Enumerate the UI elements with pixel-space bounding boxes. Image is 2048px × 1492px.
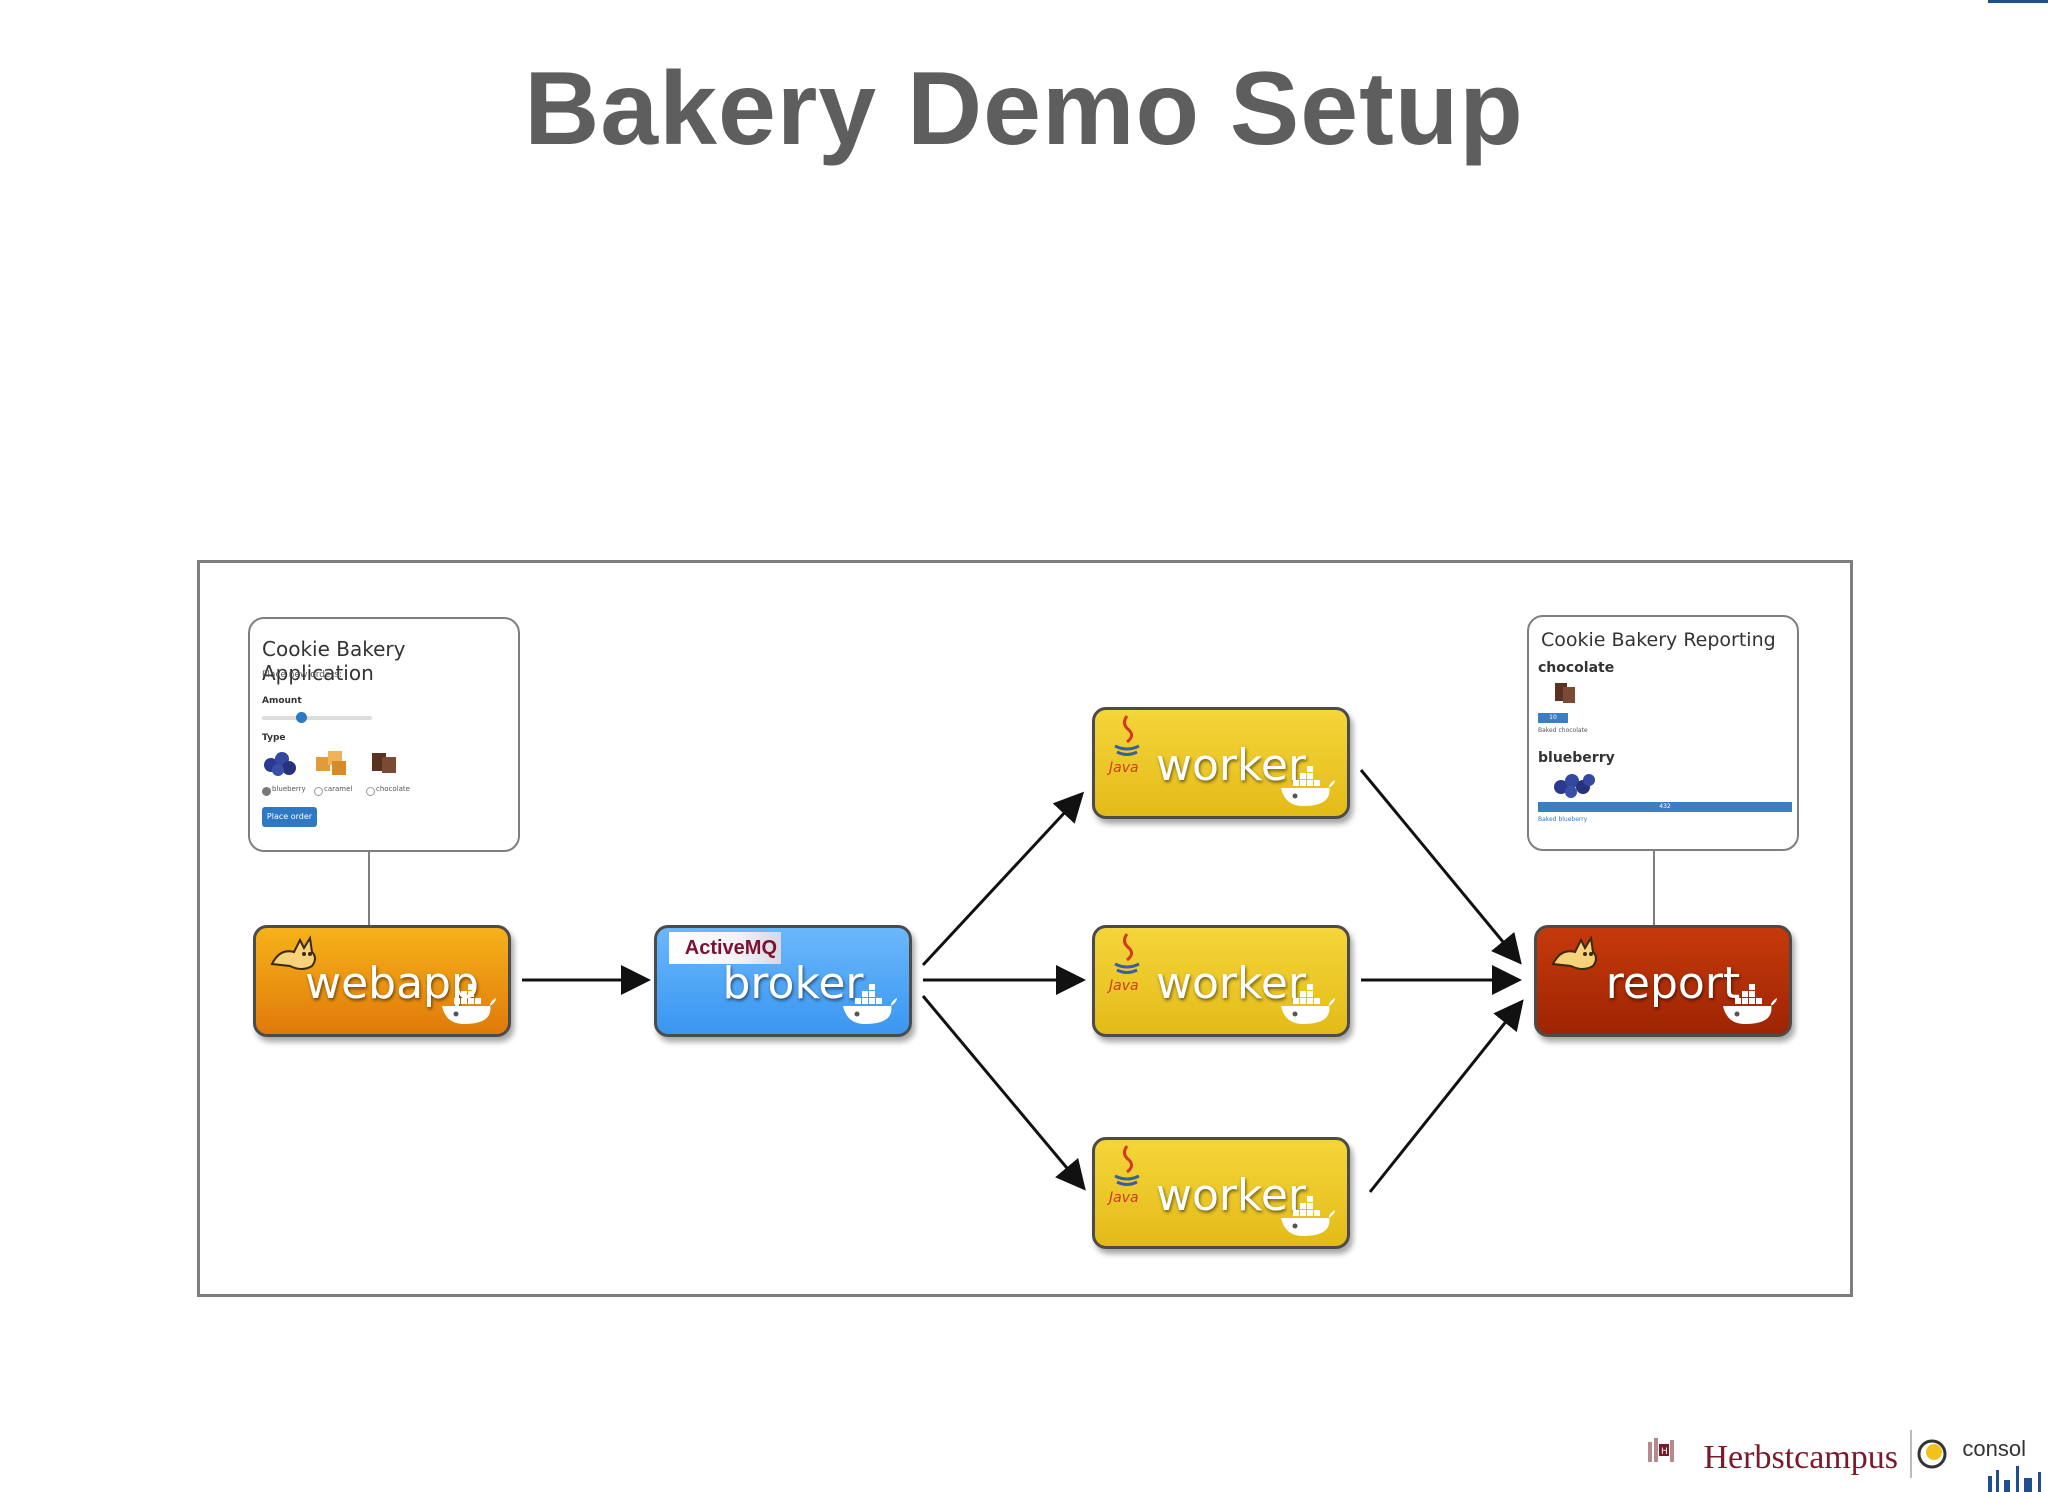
node-worker-middle: Java worker — [1092, 925, 1350, 1037]
report-card-title: Cookie Bakery Reporting — [1541, 629, 1776, 651]
tomcat-icon — [270, 935, 316, 970]
svg-text:Java: Java — [1107, 1190, 1139, 1206]
app-card-connector — [368, 851, 370, 925]
svg-text:Java: Java — [1107, 760, 1139, 776]
activemq-logo: ActiveMQ — [669, 932, 781, 964]
node-webapp: webapp — [253, 925, 511, 1037]
option-caramel: caramel — [324, 785, 353, 793]
docker-whale-icon — [1281, 1196, 1335, 1236]
report-section-blueberry: blueberry — [1538, 750, 1615, 766]
node-webapp-label: webapp — [305, 958, 479, 1009]
report-section-chocolate: chocolate — [1538, 660, 1615, 676]
type-label: Type — [262, 733, 286, 743]
herbstcampus-logo: Herbstcampus — [1703, 1439, 1898, 1476]
amount-slider-track[interactable] — [262, 716, 372, 720]
report-preview-card: Cookie Bakery Reporting chocolate 10 Bak… — [1527, 615, 1799, 851]
svg-text:Java: Java — [1107, 978, 1139, 994]
radio-caramel[interactable] — [314, 787, 323, 796]
option-chocolate: chocolate — [376, 785, 410, 793]
docker-whale-icon — [1723, 984, 1777, 1024]
java-icon: Java — [1107, 933, 1140, 994]
app-card-subtitle: Place new orders: — [262, 670, 342, 680]
node-worker-bottom-label: worker — [1155, 1170, 1307, 1221]
radio-blueberry[interactable] — [262, 787, 271, 796]
radio-chocolate[interactable] — [366, 787, 375, 796]
page-title: Bakery Demo Setup — [524, 51, 1524, 167]
node-worker-bottom: Java worker — [1092, 1137, 1350, 1249]
tomcat-icon — [1551, 935, 1597, 970]
consol-logo-icon — [1917, 1439, 1947, 1469]
chocolate-icon — [372, 753, 396, 773]
amount-slider-handle[interactable] — [296, 712, 307, 723]
node-worker-middle-label: worker — [1155, 958, 1307, 1009]
report-bar-blueberry: 432 — [1538, 802, 1792, 812]
report-blueberry-icon — [1554, 774, 1595, 798]
node-broker-label: broker — [722, 958, 864, 1009]
amount-label: Amount — [262, 696, 302, 706]
report-card-connector — [1653, 850, 1655, 925]
report-bar-chocolate: 10 — [1538, 713, 1568, 723]
node-worker-top-label: worker — [1155, 740, 1307, 791]
docker-whale-icon — [1281, 984, 1335, 1024]
java-icon: Java — [1107, 715, 1140, 776]
caramel-icon — [316, 751, 346, 775]
docker-whale-icon — [1281, 766, 1335, 806]
footer-divider — [1910, 1430, 1912, 1478]
java-icon: Java — [1107, 1145, 1140, 1206]
report-caption-blueberry: Baked blueberry — [1538, 816, 1588, 823]
place-order-button[interactable]: Place order — [262, 807, 317, 827]
corner-logo-mark — [1988, 0, 2048, 9]
consol-logo: consol — [1962, 1436, 2026, 1461]
docker-whale-icon — [442, 984, 496, 1024]
app-card-title: Cookie Bakery Application — [262, 637, 406, 685]
report-chocolate-icon — [1555, 683, 1575, 703]
blueberry-icon — [264, 752, 296, 776]
herbstcampus-logo-icon: H — [1648, 1438, 1674, 1462]
app-preview-card: Cookie Bakery Application Place new orde… — [248, 617, 520, 852]
docker-whale-icon — [843, 984, 897, 1024]
node-worker-top: Java worker — [1092, 707, 1350, 819]
skyline-icon — [1988, 1466, 2041, 1492]
option-blueberry: blueberry — [272, 785, 306, 793]
node-broker: ActiveMQ broker — [654, 925, 912, 1037]
report-caption-chocolate: Baked chocolate — [1538, 727, 1588, 734]
node-report-label: report — [1605, 958, 1741, 1009]
node-report: report — [1534, 925, 1792, 1037]
svg-text:H: H — [1661, 1447, 1668, 1457]
